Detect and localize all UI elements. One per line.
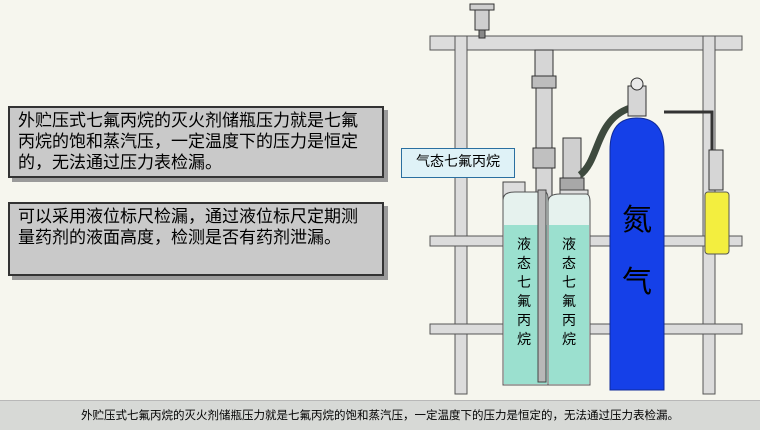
cylinder-right-label: 液态七氟丙烷 xyxy=(562,237,576,348)
pressure-explanation-box: 外贮压式七氟丙烷的灭火剂储瓶压力就是七氟丙烷的饱和蒸汽压，一定温度下的压力是恒定… xyxy=(8,106,384,178)
dip-tube xyxy=(537,189,547,383)
top-valve xyxy=(469,3,495,39)
side-valve xyxy=(559,137,585,193)
nitrogen-label: 氮气 xyxy=(622,203,652,300)
hose xyxy=(577,104,632,178)
agent-cylinder-right xyxy=(547,189,591,386)
illustration-area: 液态七氟丙烷 液态七氟丙烷 氮气 气态七氟丙烷 外贮压式七氟丙烷的灭火剂储瓶压力… xyxy=(8,3,743,395)
gas-callout: 气态七氟丙烷 xyxy=(401,148,515,178)
fire-system-diagram xyxy=(429,3,743,395)
small-bottle xyxy=(704,191,730,255)
main-pipe xyxy=(531,49,557,199)
nitrogen-cylinder xyxy=(609,77,665,391)
caption-bar: 外贮压式七氟丙烷的灭火剂储瓶压力就是七氟丙烷的饱和蒸汽压，一定温度下的压力是恒定… xyxy=(0,400,760,430)
agent-cylinder-left xyxy=(502,181,549,386)
small-bottle-valve xyxy=(708,149,724,191)
level-gauge-box: 可以采用液位标尺检漏，通过液位标尺定期测量药剂的液面高度，检测是否有药剂泄漏。 xyxy=(8,202,384,276)
connect-pipe xyxy=(664,110,714,150)
cylinder-left-label: 液态七氟丙烷 xyxy=(517,237,531,348)
